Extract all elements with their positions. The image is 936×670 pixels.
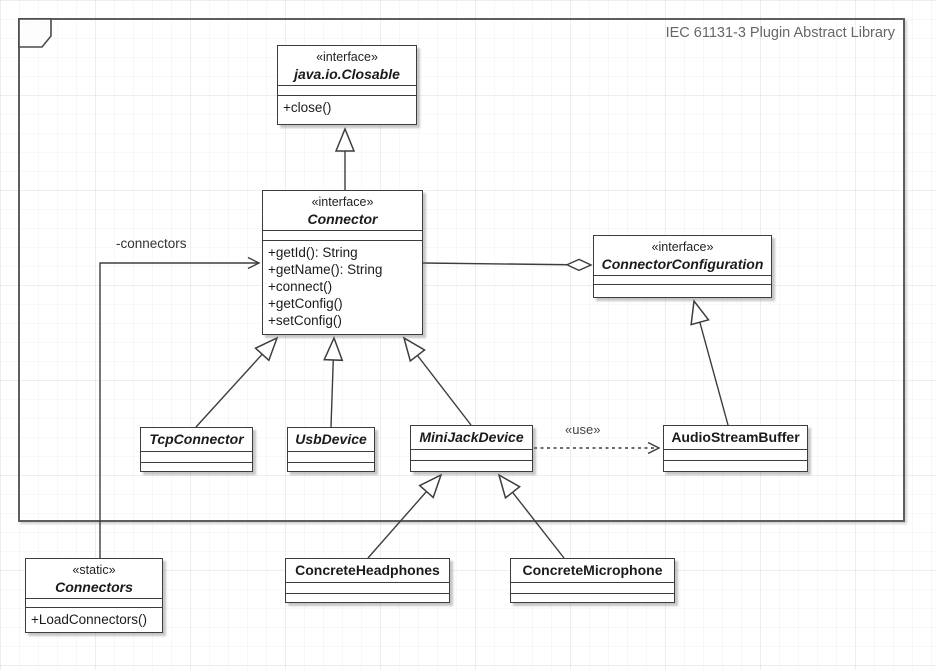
class-attributes-compartment	[511, 582, 674, 593]
frame-corner-tab	[18, 18, 52, 48]
class-name: Connector	[307, 211, 378, 227]
method-item: +setConfig()	[268, 313, 342, 328]
class-box-minijackdevice[interactable]: MiniJackDevice	[410, 425, 533, 472]
class-methods-compartment: +close()	[278, 95, 416, 124]
class-name: ConcreteHeadphones	[295, 562, 440, 578]
class-box-connector[interactable]: «interface» Connector +getId(): String +…	[262, 190, 423, 335]
edge-label-use: «use»	[565, 422, 601, 437]
class-header: AudioStreamBuffer	[664, 426, 807, 449]
edge-generalization-tcpconnector-connector[interactable]	[195, 336, 279, 428]
class-stereotype: «interface»	[651, 240, 714, 254]
class-stereotype: «interface»	[311, 195, 374, 209]
class-header: «interface» ConnectorConfiguration	[594, 236, 771, 275]
edge-generalization-concretemicrophone-minijackdevice[interactable]	[497, 473, 565, 559]
class-box-audiostreambuffer[interactable]: AudioStreamBuffer	[663, 425, 808, 472]
class-box-connectors[interactable]: «static» Connectors +LoadConnectors()	[25, 558, 163, 633]
class-name: ConcreteMicrophone	[522, 562, 663, 578]
class-header: TcpConnector	[141, 428, 252, 451]
edge-generalization-audiostreambuffer-connectorconfiguration[interactable]	[690, 299, 729, 426]
diagram-frame	[18, 18, 905, 522]
class-box-concretemicrophone[interactable]: ConcreteMicrophone	[510, 558, 675, 603]
edge-generalization-usbdevice-connector[interactable]	[323, 336, 344, 428]
class-name: UsbDevice	[295, 431, 367, 447]
class-methods-compartment	[594, 284, 771, 297]
class-name: AudioStreamBuffer	[671, 429, 800, 445]
class-header: «interface» Connector	[263, 191, 422, 230]
class-methods-compartment	[664, 460, 807, 471]
edge-generalization-minijackdevice-connector[interactable]	[402, 336, 472, 426]
method-item: +getName(): String	[268, 262, 383, 277]
method-item: +getId(): String	[268, 245, 358, 260]
edge-generalization-concreteheadphones-minijackdevice[interactable]	[367, 473, 443, 559]
class-box-concreteheadphones[interactable]: ConcreteHeadphones	[285, 558, 450, 603]
class-attributes-compartment	[278, 85, 416, 95]
class-attributes-compartment	[26, 598, 162, 607]
class-stereotype: «static»	[72, 563, 116, 577]
frame-title: IEC 61131-3 Plugin Abstract Library	[665, 25, 895, 41]
edge-label-connectors-role: -connectors	[116, 236, 187, 251]
class-methods-compartment: +LoadConnectors()	[26, 607, 162, 632]
class-methods-compartment	[411, 460, 532, 471]
class-header: UsbDevice	[288, 428, 374, 451]
class-methods-compartment	[141, 462, 252, 471]
class-methods-compartment	[288, 462, 374, 471]
class-methods-compartment: +getId(): String +getName(): String +con…	[263, 240, 422, 334]
class-name: TcpConnector	[149, 431, 244, 447]
class-box-usbdevice[interactable]: UsbDevice	[287, 427, 375, 472]
class-attributes-compartment	[594, 275, 771, 284]
class-name: java.io.Closable	[294, 66, 400, 82]
class-box-java-io-closable[interactable]: «interface» java.io.Closable +close()	[277, 45, 417, 125]
class-attributes-compartment	[288, 451, 374, 462]
class-header: ConcreteMicrophone	[511, 559, 674, 582]
class-stereotype: «interface»	[316, 50, 378, 64]
class-name: ConnectorConfiguration	[601, 256, 764, 272]
class-methods-compartment	[286, 593, 449, 602]
edge-association-connectors-connector[interactable]	[99, 256, 261, 558]
class-attributes-compartment	[263, 230, 422, 240]
method-item: +getConfig()	[268, 296, 343, 311]
class-header: «interface» java.io.Closable	[278, 46, 416, 85]
class-attributes-compartment	[411, 449, 532, 460]
method-item: +close()	[283, 100, 332, 115]
method-item: +connect()	[268, 279, 333, 294]
class-attributes-compartment	[664, 449, 807, 460]
class-name: MiniJackDevice	[419, 429, 524, 445]
class-box-tcpconnector[interactable]: TcpConnector	[140, 427, 253, 472]
class-header: «static» Connectors	[26, 559, 162, 598]
class-attributes-compartment	[286, 582, 449, 593]
class-methods-compartment	[511, 593, 674, 602]
method-item: +LoadConnectors()	[31, 612, 147, 627]
class-name: Connectors	[55, 579, 133, 595]
class-header: MiniJackDevice	[411, 426, 532, 449]
edge-aggregation-connector-connectorconfiguration[interactable]	[422, 258, 593, 272]
class-box-connectorconfiguration[interactable]: «interface» ConnectorConfiguration	[593, 235, 772, 298]
class-header: ConcreteHeadphones	[286, 559, 449, 582]
class-attributes-compartment	[141, 451, 252, 462]
